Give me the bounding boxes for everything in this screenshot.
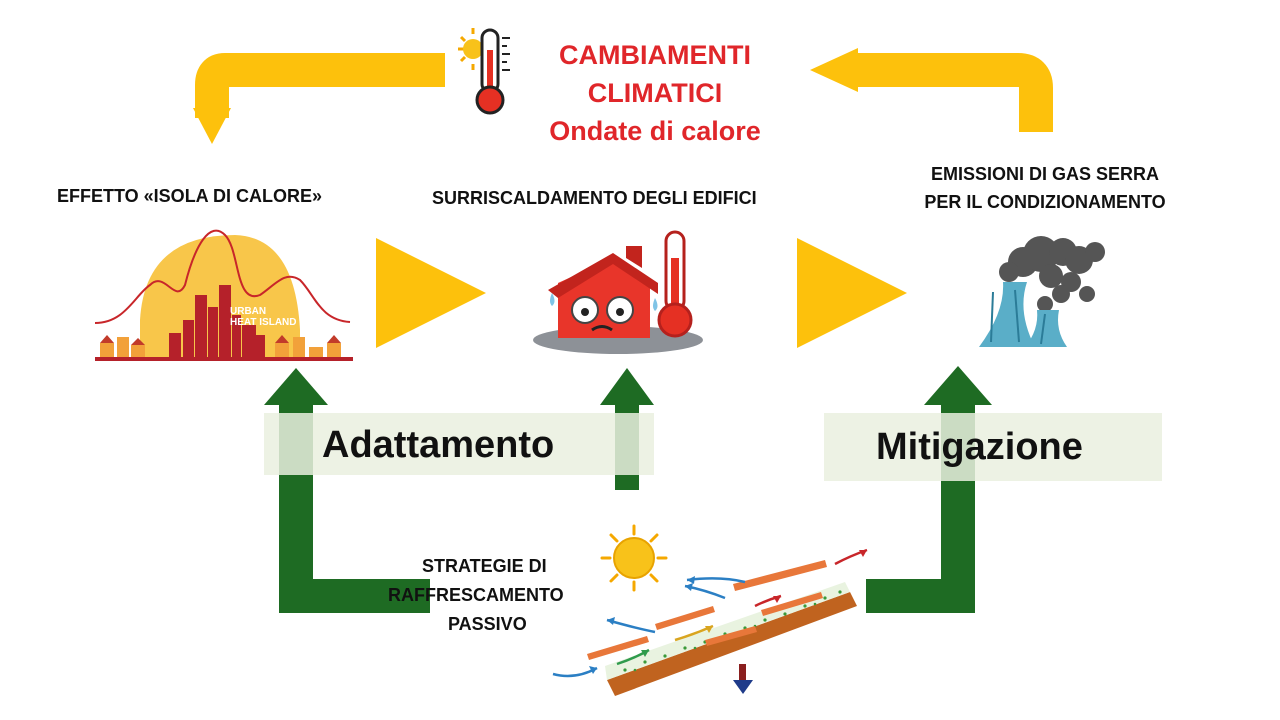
urban-heat-island-icon — [94, 229, 353, 361]
overheating-label: SURRISCALDAMENTO DEGLI EDIFICI — [432, 188, 757, 208]
emissions-line-1: EMISSIONI DI GAS SERRA — [930, 164, 1160, 184]
strategy-line-3: PASSIVO — [448, 614, 527, 634]
flow-arrow-1 — [376, 238, 486, 348]
cooling-tower-smoke-icon — [979, 236, 1105, 347]
adaptation-panel — [264, 413, 654, 475]
emissions-line-2: PER IL CONDIZIONAMENTO — [924, 192, 1166, 212]
urban-line-2: HEAT ISLAND — [230, 317, 297, 328]
adaptation-label: Adattamento — [322, 424, 555, 466]
flow-arrow-2 — [797, 238, 907, 348]
title-line-1: CAMBIAMENTI — [559, 40, 751, 70]
diagram-title: CAMBIAMENTI CLIMATICI Ondate di calore — [535, 36, 775, 150]
urban-line-1: URBAN — [230, 306, 267, 317]
green-roof-icon — [552, 548, 868, 696]
mitigation-panel — [824, 413, 1162, 481]
title-line-3: Ondate di calore — [549, 116, 761, 146]
mitigation-label: Mitigazione — [876, 426, 1083, 468]
urban-heat-island-text: URBAN HEAT ISLAND — [230, 306, 296, 328]
title-line-2: CLIMATICI — [587, 78, 723, 108]
thermometer-sun-icon — [458, 28, 510, 115]
strategy-line-2: RAFFRESCAMENTO — [388, 585, 564, 605]
strategy-label: STRATEGIE DI RAFFRESCAMENTO PASSIVO — [388, 552, 606, 639]
heat-island-label: EFFETTO «ISOLA DI CALORE» — [57, 186, 323, 206]
sun-icon — [600, 524, 668, 592]
emissions-label: EMISSIONI DI GAS SERRA PER IL CONDIZIONA… — [880, 160, 1210, 216]
house-thermometer-icon — [533, 230, 703, 354]
strategy-line-1: STRATEGIE DI — [422, 556, 547, 576]
